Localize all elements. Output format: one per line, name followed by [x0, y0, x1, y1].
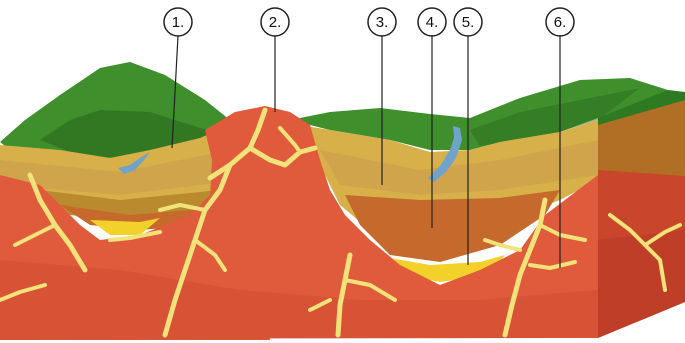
- callout-4-label: 4.: [426, 14, 439, 31]
- side-bedrock-shade: [598, 230, 685, 338]
- callout-2-label: 2.: [269, 14, 282, 31]
- callout-6: 6.: [546, 8, 574, 36]
- callout-5: 5.: [454, 8, 482, 36]
- callouts: 1. 2. 3. 4. 5. 6.: [164, 8, 574, 36]
- callout-3-label: 3.: [376, 14, 389, 31]
- callout-5-label: 5.: [462, 14, 475, 31]
- callout-4: 4.: [418, 8, 446, 36]
- callout-1-label: 1.: [172, 14, 185, 31]
- callout-3: 3.: [368, 8, 396, 36]
- callout-6-label: 6.: [554, 14, 567, 31]
- callout-1: 1.: [164, 8, 192, 36]
- callout-2: 2.: [261, 8, 289, 36]
